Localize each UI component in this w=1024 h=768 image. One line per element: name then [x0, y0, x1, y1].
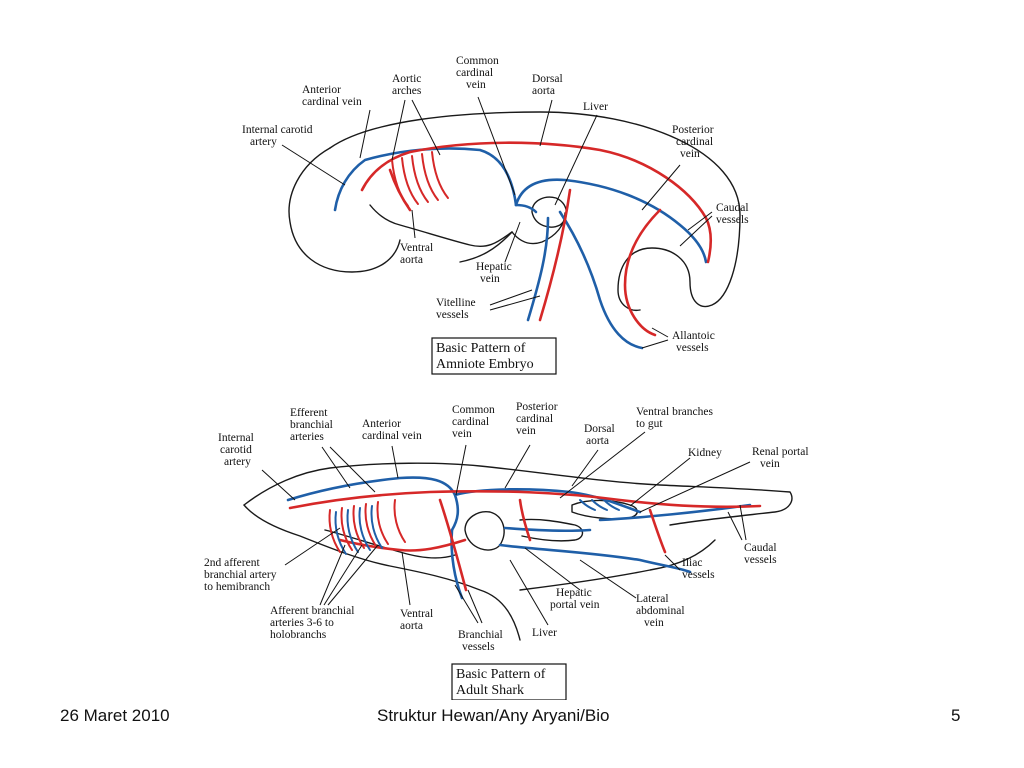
footer-date: 26 Maret 2010 — [60, 706, 170, 725]
shark-belly-outline — [243, 504, 521, 641]
shark-heart-outline — [464, 511, 505, 551]
shark-label-pointers — [261, 431, 751, 626]
embryo-body-outline — [329, 111, 741, 312]
embryo-pharynx-outline — [369, 204, 513, 247]
shark-body-outline — [243, 462, 793, 526]
embryo-internal-carotid-artery — [360, 150, 412, 192]
footer-title: Struktur Hewan/Any Aryani/Bio — [377, 706, 610, 725]
shark-branchial-artery — [438, 498, 468, 592]
shark-branchial-arches — [328, 499, 406, 553]
embryo-anterior-cardinal-vein — [333, 147, 518, 212]
embryo-allantoic-vein — [558, 210, 644, 350]
shark-ventral-outline — [519, 539, 716, 591]
shark-kidney-veins — [579, 499, 620, 511]
shark-gut-outline — [519, 518, 584, 542]
embryo-dorsal-aorta — [408, 141, 713, 264]
shark-label-kidney: Kidney — [688, 447, 722, 459]
embryo-head-outline — [288, 147, 401, 273]
embryo-label-liver: Liver — [583, 101, 608, 113]
embryo-aortic-arches — [391, 151, 449, 207]
shark-lateral-abdominal-vein — [498, 543, 692, 574]
shark-ventral-aorta — [338, 538, 467, 552]
embryo-posterior-cardinal-vein — [514, 178, 708, 264]
embryo-heart-outline — [511, 212, 566, 245]
embryo-vitelline-vein — [526, 216, 550, 322]
embryo-vitelline-artery — [538, 188, 572, 322]
shark-branchial-veins — [334, 505, 383, 555]
embryo-allantoic-artery — [623, 208, 662, 337]
shark-iliac-artery — [648, 508, 667, 554]
shark-dorsal-aorta — [288, 489, 762, 510]
embryo-hepatic-vein — [514, 203, 538, 214]
slide-number: 5 — [951, 706, 961, 725]
shark-anterior-cardinal-vein — [286, 476, 460, 532]
embryo-label-pointers — [281, 96, 713, 349]
shark-hepatic-portal-vein — [503, 526, 592, 533]
shark-ventral-gut-arteries — [518, 498, 532, 542]
shark-label-liver: Liver — [532, 627, 557, 639]
embryo-gut-outline — [459, 231, 513, 263]
